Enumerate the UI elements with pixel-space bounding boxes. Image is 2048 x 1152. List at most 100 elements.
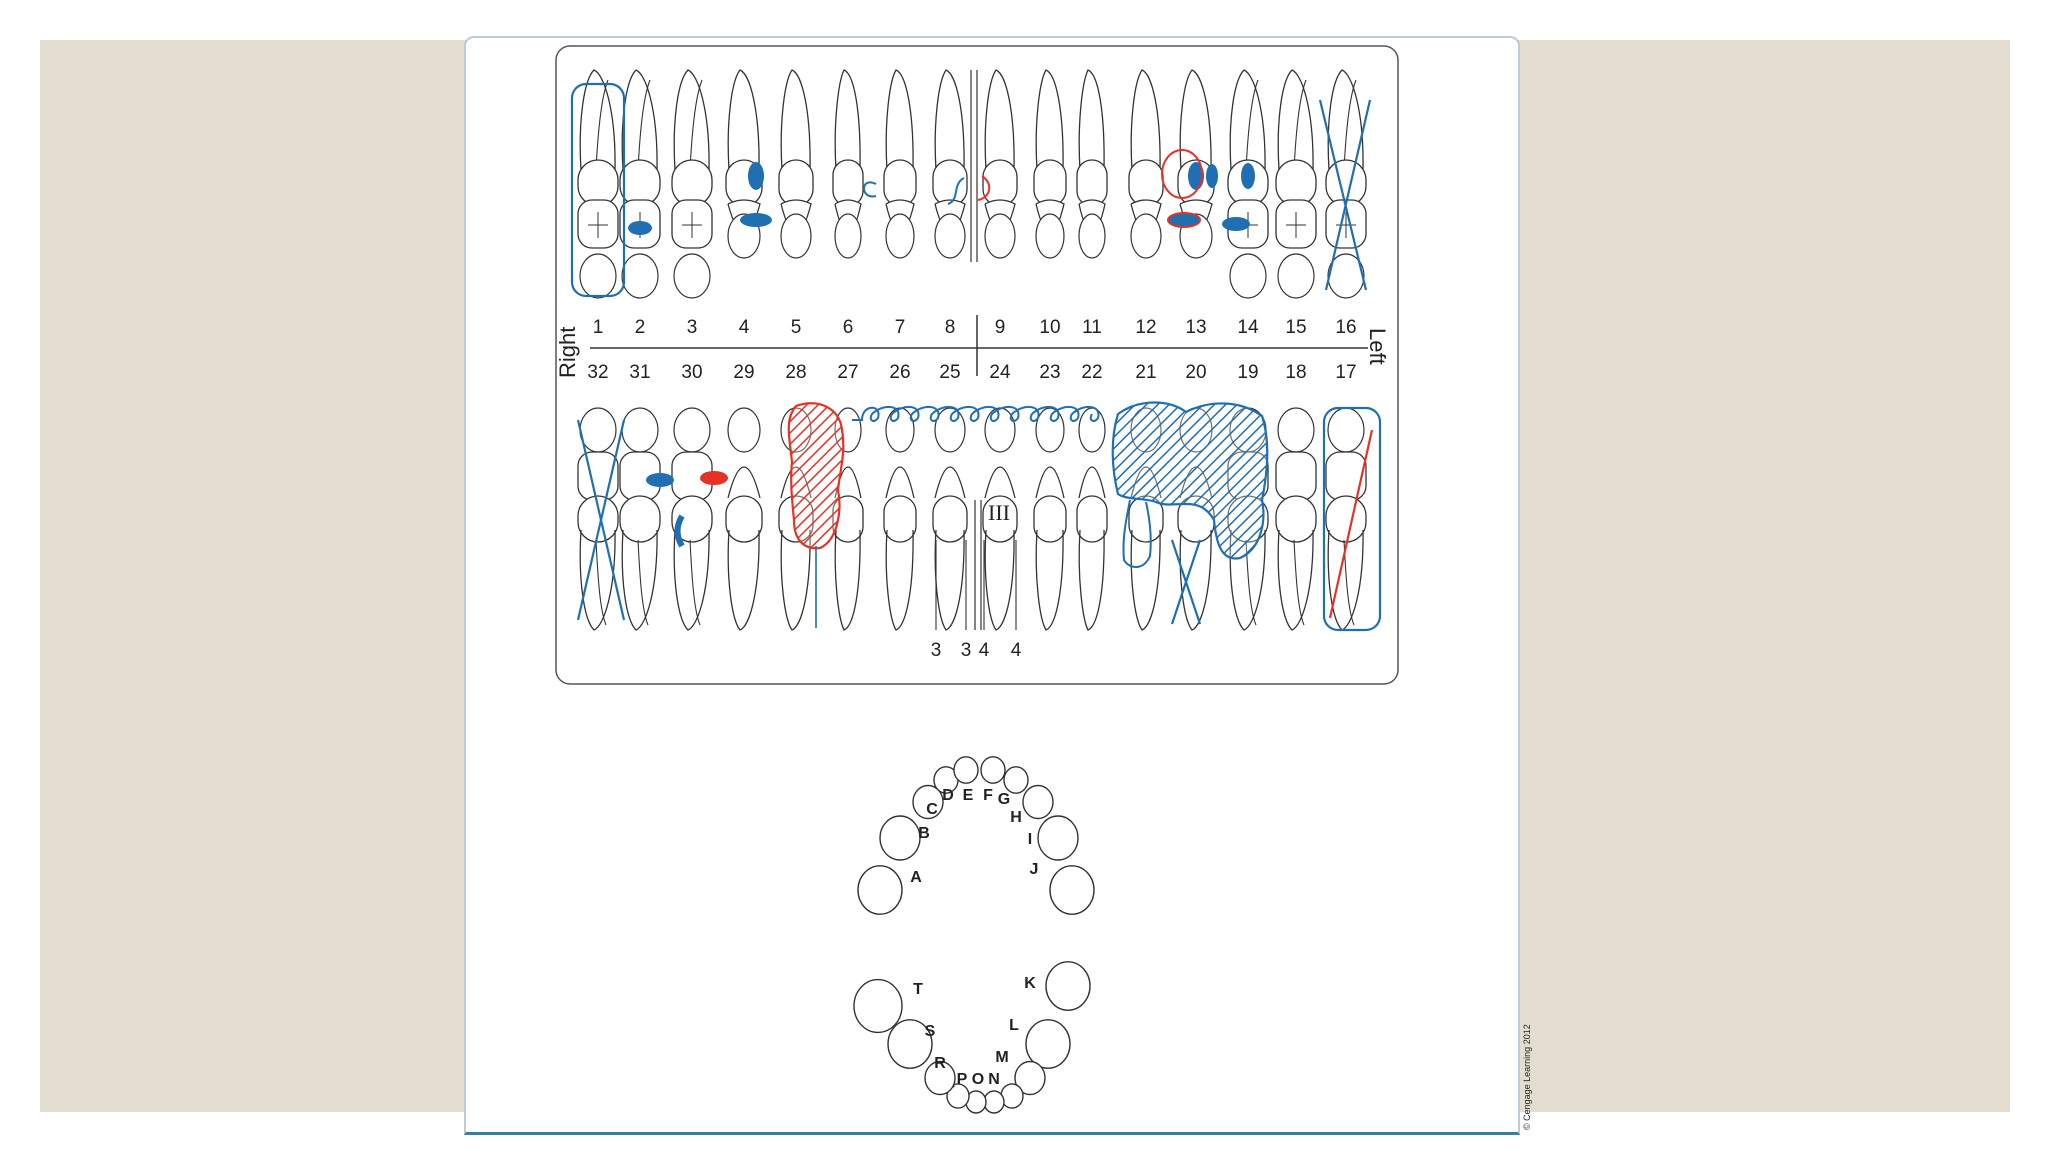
tooth-number-2: 2 <box>635 317 646 338</box>
primary-tooth-F <box>980 756 1006 784</box>
primary-letter-B: B <box>918 825 930 842</box>
tooth-number-21: 21 <box>1135 362 1156 383</box>
upper-tooth-9 <box>982 69 1018 259</box>
tooth-number-29: 29 <box>733 362 754 383</box>
removal-tooth-outline <box>1322 406 1382 632</box>
existing-marking <box>863 181 877 198</box>
missing-tooth-x <box>576 419 626 621</box>
upper-tooth-15 <box>1275 69 1317 299</box>
extraction-x <box>1170 539 1202 625</box>
tooth-number-28: 28 <box>785 362 806 383</box>
lower-tooth-29 <box>725 407 763 631</box>
primary-tooth-I <box>1037 815 1079 861</box>
primary-letter-F: F <box>983 787 993 804</box>
tooth-number-3: 3 <box>687 317 698 338</box>
primary-letter-N: N <box>988 1071 1000 1088</box>
primary-letter-P: P <box>957 1071 968 1088</box>
upper-tooth-12 <box>1128 69 1164 259</box>
tooth-number-24: 24 <box>989 362 1011 383</box>
tooth-number-5: 5 <box>791 317 802 338</box>
treatment-filling <box>1167 212 1201 228</box>
tooth-number-23: 23 <box>1039 362 1060 383</box>
tooth-number-14: 14 <box>1237 317 1259 338</box>
upper-tooth-16 <box>1325 69 1367 299</box>
upper-tooth-7 <box>883 69 917 259</box>
primary-letter-M: M <box>995 1049 1008 1066</box>
primary-letter-K: K <box>1024 975 1036 992</box>
treatment-marking <box>977 175 991 201</box>
primary-letter-E: E <box>963 787 974 804</box>
tooth-number-26: 26 <box>889 362 910 383</box>
existing-filling <box>646 473 674 487</box>
tooth-number-1: 1 <box>593 317 604 338</box>
side-label-left: Left <box>1365 328 1390 365</box>
tooth-number-8: 8 <box>945 317 956 338</box>
existing-filling <box>1241 163 1255 189</box>
primary-letter-L: L <box>1009 1017 1019 1034</box>
primary-tooth-A <box>857 865 903 915</box>
primary-tooth-C <box>912 784 944 820</box>
tooth-number-20: 20 <box>1185 362 1206 383</box>
primary-tooth-H <box>1022 784 1054 820</box>
existing-outline <box>1122 499 1152 568</box>
primary-letter-C: C <box>926 801 938 818</box>
existing-filling <box>748 162 764 190</box>
pocket-depth-value: 4 <box>1011 640 1022 661</box>
tooth-number-6: 6 <box>843 317 854 338</box>
lower-tooth-31 <box>619 407 661 631</box>
primary-letter-J: J <box>1030 861 1039 878</box>
upper-tooth-6 <box>832 69 864 259</box>
lower-tooth-25 <box>932 407 968 631</box>
existing-filling <box>628 221 652 235</box>
crown-bridge-treatment <box>787 402 845 550</box>
primary-tooth-T <box>853 978 903 1034</box>
primary-tooth-R <box>924 1060 956 1096</box>
pocket-depth-value: 3 <box>961 640 972 661</box>
removal-tooth-line <box>1328 429 1374 619</box>
missing-tooth-x <box>1318 99 1372 291</box>
side-label-right: Right <box>555 327 580 378</box>
primary-tooth-S <box>887 1019 933 1069</box>
upper-tooth-1 <box>577 69 619 299</box>
tooth-number-30: 30 <box>681 362 702 383</box>
existing-filling <box>740 213 772 227</box>
tooth-number-18: 18 <box>1285 362 1306 383</box>
tooth-number-27: 27 <box>837 362 858 383</box>
primary-letter-I: I <box>1028 831 1032 848</box>
primary-tooth-O <box>983 1090 1005 1114</box>
pocket-depth-value: 4 <box>979 640 990 661</box>
primary-letter-T: T <box>913 981 923 998</box>
tooth-number-15: 15 <box>1285 317 1306 338</box>
lower-tooth-18 <box>1275 407 1317 631</box>
fluted-gingival-marks <box>852 406 1100 422</box>
primary-tooth-L <box>1025 1019 1071 1069</box>
existing-marking <box>947 177 965 205</box>
primary-tooth-M <box>1014 1060 1046 1096</box>
tooth-number-19: 19 <box>1237 362 1258 383</box>
lower-tooth-26 <box>883 407 917 631</box>
treatment-filling <box>700 471 728 485</box>
tooth-number-17: 17 <box>1335 362 1356 383</box>
permanent-chart-frame <box>555 45 1399 685</box>
tooth-number-7: 7 <box>895 317 906 338</box>
lower-tooth-30 <box>671 407 713 631</box>
existing-filling <box>1222 217 1250 231</box>
primary-letter-S: S <box>925 1023 936 1040</box>
tooth-number-10: 10 <box>1039 317 1060 338</box>
tooth-number-22: 22 <box>1081 362 1102 383</box>
copyright-notice: © Cengage Learning 2012 <box>1522 1024 1532 1130</box>
lower-tooth-17 <box>1325 407 1367 631</box>
tooth-number-9: 9 <box>995 317 1006 338</box>
existing-bridge <box>1111 401 1269 560</box>
existing-filling <box>1206 164 1218 188</box>
missing-tooth-outline <box>570 82 626 298</box>
primary-tooth-K <box>1045 961 1091 1011</box>
upper-tooth-2 <box>619 69 661 299</box>
tooth-number-4: 4 <box>739 317 750 338</box>
tooth-number-16: 16 <box>1335 317 1356 338</box>
primary-tooth-E <box>953 756 979 784</box>
upper-tooth-3 <box>671 69 713 299</box>
primary-letter-O: O <box>972 1071 984 1088</box>
treatment-outline <box>1161 149 1203 199</box>
primary-tooth-G <box>1003 766 1029 794</box>
